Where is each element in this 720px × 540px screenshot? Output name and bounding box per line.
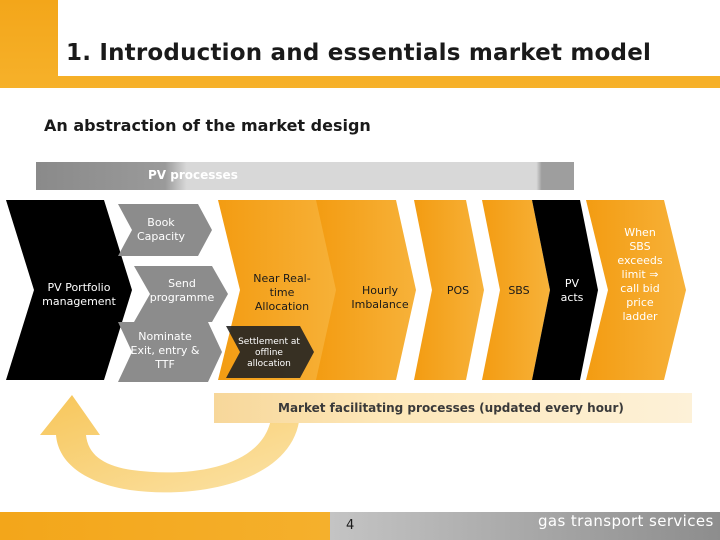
page-title: 1. Introduction and essentials market mo… <box>66 40 652 66</box>
sbs-label: SBS <box>508 284 530 297</box>
near-realtime-label: Near Real-time Allocation <box>253 272 311 313</box>
company-logo: gas transport services <box>538 512 714 530</box>
nominate-label: Nominate Exit, entry & TTF <box>130 330 200 371</box>
header-panel <box>58 0 720 76</box>
chevron-pos <box>414 200 484 380</box>
footer-grey <box>330 512 720 540</box>
pos-label: POS <box>446 284 470 297</box>
chevron-hourly-imbalance <box>316 200 416 380</box>
chevron-settlement <box>226 326 314 378</box>
chevron-portfolio <box>6 200 132 380</box>
when-sbs-label: When SBS exceeds limit ⇒ call bid price … <box>617 226 663 323</box>
send-programme-label: Send programme <box>149 277 215 304</box>
settlement-label: Settlement at offline allocation <box>238 337 300 369</box>
hourly-imbalance-label: Hourly Imbalance <box>351 284 409 311</box>
pv-processes-label: PV processes <box>148 168 238 182</box>
subtitle: An abstraction of the market design <box>44 116 371 135</box>
page-number: 4 <box>346 518 355 533</box>
book-capacity-label: Book Capacity <box>136 216 186 243</box>
chevron-send-programme <box>134 266 228 322</box>
pv-acts-label: PV acts <box>560 277 584 304</box>
chevron-when-sbs <box>586 200 686 380</box>
chevron-sbs <box>482 200 550 380</box>
pv-processes-bar <box>36 162 574 190</box>
chevron-book-capacity <box>118 204 212 256</box>
footer-accent <box>0 512 330 540</box>
market-facilitating-bar <box>214 393 692 423</box>
market-facilitating-label: Market facilitating processes (updated e… <box>278 401 624 415</box>
return-arrow <box>40 395 300 493</box>
chevron-nominate <box>118 322 222 382</box>
portfolio-label: PV Portfolio management <box>42 281 116 308</box>
chevron-pv-acts <box>532 200 598 380</box>
